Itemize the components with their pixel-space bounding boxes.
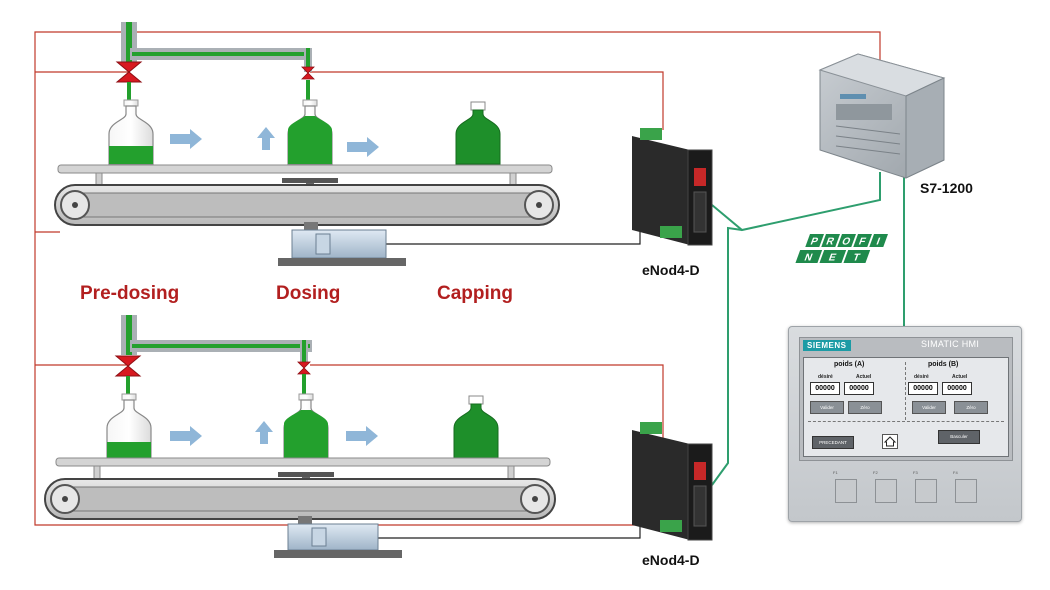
function-key-label: F4: [953, 470, 958, 475]
panel-b-validate-button[interactable]: Valider: [912, 401, 946, 414]
panel-a-desired-label: désiré: [818, 374, 833, 380]
bottle-predosing-icon: [106, 393, 152, 459]
enod-top-label: eNod4-D: [642, 262, 700, 278]
arrow-right-icon: [346, 426, 378, 446]
profinet-letter: F: [857, 237, 867, 248]
panel-b-title: poids (B): [928, 361, 959, 368]
panel-b-actual-label: Actuel: [952, 374, 968, 380]
plc-s7-1200-icon: [818, 53, 946, 179]
panel-b-zero-button[interactable]: Zéro: [954, 401, 988, 414]
bottle-dosing-icon: [283, 393, 329, 459]
bottle-capping-icon: [453, 395, 499, 459]
home-icon: [883, 436, 897, 447]
screen-divider: [808, 421, 1004, 422]
home-button[interactable]: [882, 434, 898, 449]
hmi-brand: SIEMENS: [803, 340, 851, 351]
function-key-f2[interactable]: [875, 479, 897, 503]
production-line-top: [54, 22, 560, 266]
plc-label: S7-1200: [920, 180, 973, 196]
panel-a-desired-field[interactable]: 00000: [810, 382, 840, 395]
valve-dosing-icon: [297, 361, 311, 375]
valve-predosing-icon: [115, 355, 141, 377]
loadcell-top-icon: [278, 222, 406, 266]
panel-divider: [905, 362, 906, 420]
hmi-model: SIMATIC HMI: [921, 339, 980, 349]
panel-a-actual-label: Actuel: [856, 374, 872, 380]
panel-a-validate-button[interactable]: Valider: [810, 401, 844, 414]
hmi-panel: SIEMENS SIMATIC HMI poids (A) désiré Act…: [788, 326, 1022, 522]
panel-b-actual-field: 00000: [942, 382, 972, 395]
production-line-bottom: [44, 315, 556, 558]
function-key-f1[interactable]: [835, 479, 857, 503]
hmi-screen: poids (A) désiré Actuel 00000 00000 Vali…: [803, 357, 1009, 457]
enod4-bottom-icon: [632, 422, 713, 541]
arrow-right-icon: [347, 137, 379, 157]
function-key-label: F1: [833, 470, 838, 475]
arrow-right-icon: [170, 426, 202, 446]
bottle-capping-icon: [455, 101, 501, 165]
panel-b-desired-field[interactable]: 00000: [908, 382, 938, 395]
function-key-f4[interactable]: [955, 479, 977, 503]
panel-a-actual-field: 00000: [844, 382, 874, 395]
function-key-label: F3: [913, 470, 918, 475]
loadcell-bottom-icon: [274, 516, 402, 558]
arrow-up-icon: [257, 127, 275, 150]
stage-label-predosing: Pre-dosing: [80, 283, 180, 304]
profinet-letter: E: [827, 253, 838, 264]
previous-button[interactable]: PRECEDANT: [812, 436, 854, 449]
arrow-up-icon: [255, 421, 273, 444]
loadcell-wiring: [378, 230, 641, 539]
panel-a-title: poids (A): [834, 361, 865, 368]
enod-bottom-label: eNod4-D: [642, 552, 700, 568]
profinet-letter: I: [875, 237, 882, 248]
bottle-predosing-icon: [108, 99, 154, 165]
stage-label-dosing: Dosing: [276, 283, 341, 304]
enod4-top-icon: [632, 128, 713, 246]
switch-button[interactable]: Basculer: [938, 430, 980, 444]
valve-dosing-icon: [301, 66, 315, 80]
profinet-wiring: [711, 172, 905, 486]
profinet-letter: R: [825, 237, 837, 248]
arrow-right-icon: [170, 129, 202, 149]
function-key-f3[interactable]: [915, 479, 937, 503]
profinet-letter: O: [840, 237, 852, 248]
stage-label-capping: Capping: [437, 283, 513, 304]
function-key-label: F2: [873, 470, 878, 475]
panel-b-desired-label: désiré: [914, 374, 929, 380]
bottle-dosing-icon: [287, 99, 333, 165]
profinet-letter: T: [851, 253, 862, 264]
profinet-letter: N: [803, 253, 814, 264]
profinet-letter: P: [809, 237, 820, 248]
profinet-logo-icon: P R O F I N E T: [795, 234, 888, 263]
panel-a-zero-button[interactable]: Zéro: [848, 401, 882, 414]
